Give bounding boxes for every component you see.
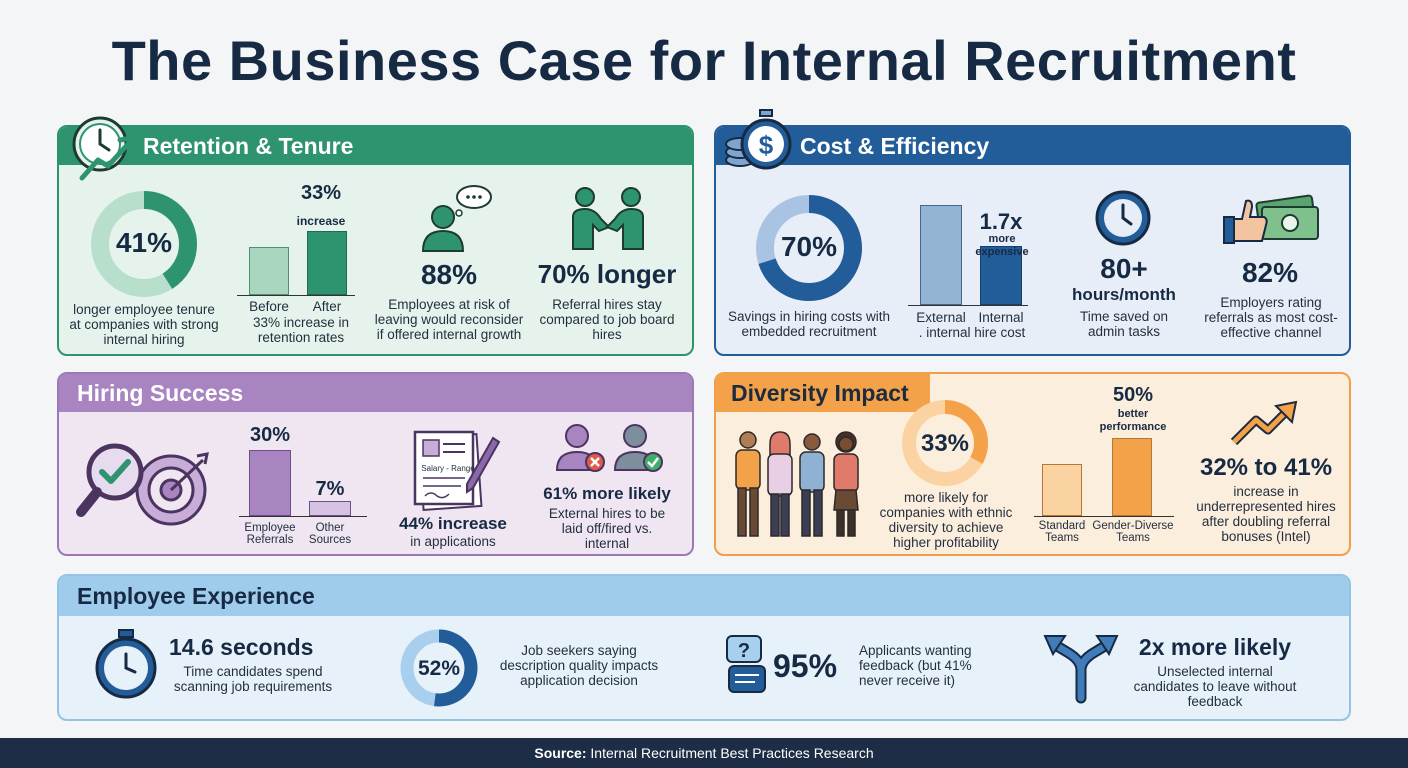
retention-bar-before-label: Before (249, 299, 289, 314)
retention-referral-value: 70% longer (537, 259, 677, 289)
cost-panel: Cost & Efficiency 70% Savings in hiring … (714, 125, 1351, 356)
retention-donut (91, 191, 197, 297)
cost-bar-internal-label: Internal (978, 310, 1024, 325)
cost-header: Cost & Efficiency (716, 127, 1349, 165)
diversity-header: Diversity Impact (716, 374, 930, 412)
diversity-bar-gender-diverse (1112, 438, 1152, 516)
cost-bar-external (920, 205, 962, 305)
experience-donut (400, 629, 478, 707)
cost-donut-caption: Savings in hiring costs with embedded re… (727, 309, 891, 339)
retention-risk-value: 88% (420, 259, 478, 290)
retention-risk-caption: Employees at risk of leaving would recon… (374, 297, 524, 342)
retention-bar-after-label: After (312, 299, 342, 314)
cost-hours-caption: Time saved on admin tasks (1079, 309, 1169, 339)
experience-seconds-value: 14.6 seconds (169, 634, 314, 660)
diversity-bar-standard-label: Standard Teams (1038, 520, 1086, 544)
clock-icon (1095, 190, 1151, 246)
cost-employers-value: 82% (1241, 257, 1299, 288)
cost-bars-value: 1.7x (979, 209, 1023, 234)
hiring-bar-referrals-label: Employee Referrals (244, 522, 296, 546)
handshake-icon (572, 187, 644, 250)
retention-bar-after (307, 231, 347, 295)
fork-arrow-icon (1043, 635, 1119, 704)
experience-header: Employee Experience (59, 576, 1349, 616)
hiring-likely-value: 61% more likely (543, 484, 671, 503)
experience-seconds-caption: Time candidates spend scanning job requi… (173, 664, 333, 694)
diversity-panel: Diversity Impact 33% more likely for com… (714, 372, 1351, 556)
retention-bar-before (249, 246, 289, 295)
footer-label: Source: (534, 745, 587, 761)
cost-hours-unit: hours/month (1072, 285, 1176, 304)
diversity-growth-caption: increase in underrepresented hires after… (1196, 484, 1336, 544)
svg-text:$: $ (759, 130, 774, 160)
experience-panel: Employee Experience 14.6 seconds Time ca… (57, 574, 1351, 721)
cost-bars-sub: more expensive (975, 233, 1029, 258)
retention-referral-caption: Referral hires stay compared to job boar… (539, 297, 675, 342)
experience-leave-value: 2x more likely (1138, 634, 1292, 660)
stopwatch-dollar-icon: $ (725, 109, 792, 170)
retention-donut-value: 41% (115, 227, 173, 258)
diversity-growth-value: 32% to 41% (1199, 454, 1333, 481)
hiring-header: Hiring Success (59, 374, 692, 412)
hiring-bar-referrals-value: 30% (249, 424, 291, 446)
diversity-bars-value: 50% (1112, 384, 1154, 406)
cost-bar-internal (980, 246, 1022, 305)
retention-panel: Retention & Tenure 41% longer employee t… (57, 125, 694, 356)
diverse-team-icon (735, 431, 859, 537)
magnifier-target-icon (76, 443, 209, 526)
retention-bars-caption: 33% increase in retention rates (252, 315, 350, 345)
question-chat-icon: ? (726, 635, 766, 693)
cost-donut (756, 195, 862, 301)
diversity-donut-caption: more likely for companies with ethnic di… (879, 490, 1013, 550)
document-pen-icon (413, 430, 501, 512)
page-title: The Business Case for Internal Recruitme… (111, 29, 1297, 92)
hiring-bar-other-label: Other Sources (308, 522, 352, 546)
diversity-donut (902, 400, 988, 486)
footer-text: Internal Recruitment Best Practices Rese… (590, 745, 874, 761)
retention-bars-sub: increase (296, 214, 346, 228)
diversity-bar-standard (1042, 464, 1082, 516)
hiring-bar-other-value: 7% (315, 478, 345, 500)
experience-donut-value: 52% (417, 657, 461, 680)
hiring-bar-referrals (249, 450, 291, 516)
diversity-bars-sub: better performance (1099, 408, 1167, 433)
cost-bars-axis (908, 305, 1028, 306)
document-label: Salary - Range (421, 464, 475, 473)
footer: Source: Internal Recruitment Best Practi… (0, 738, 1408, 768)
growth-arrow-icon (1230, 400, 1298, 446)
stopwatch-icon (95, 629, 157, 699)
diversity-donut-value: 33% (920, 430, 970, 457)
retention-bars-value: 33% (300, 182, 342, 204)
cost-bar-external-label: External (916, 310, 966, 325)
hiring-likely-caption: External hires to be laid off/fired vs. … (548, 506, 666, 551)
clock-growth-icon (72, 116, 135, 181)
diversity-bar-gender-diverse-label: Gender-Diverse Teams (1092, 520, 1174, 544)
experience-feedback-value: 95% (773, 648, 838, 684)
hiring-panel: Hiring Success 30% 7% Employee Referrals… (57, 372, 694, 556)
cost-bars-caption: . internal hire cost (918, 325, 1026, 340)
experience-donut-caption: Job seekers saying description quality i… (499, 643, 659, 688)
cost-employers-caption: Employers rating referrals as most cost-… (1204, 295, 1338, 340)
experience-feedback-caption: Applicants wanting feedback (but 41% nev… (859, 643, 972, 688)
person-thought-icon (421, 185, 492, 252)
hiring-bar-other (309, 500, 351, 516)
candidates-icon (555, 424, 663, 472)
hiring-bars-axis (239, 516, 367, 517)
hiring-applications-caption: in applications (410, 534, 496, 549)
retention-bars-axis (237, 295, 355, 296)
svg-text:?: ? (738, 640, 750, 662)
hiring-applications-value: 44% increase (399, 514, 507, 533)
retention-donut-caption: longer employee tenure at companies with… (69, 302, 219, 347)
thumbs-money-icon (1223, 194, 1319, 244)
cost-hours-value: 80+ (1100, 253, 1148, 284)
experience-leave-caption: Unselected internal candidates to leave … (1133, 664, 1297, 709)
diversity-bars-axis (1034, 516, 1174, 517)
cost-donut-value: 70% (780, 231, 838, 262)
retention-header: Retention & Tenure (59, 127, 692, 165)
